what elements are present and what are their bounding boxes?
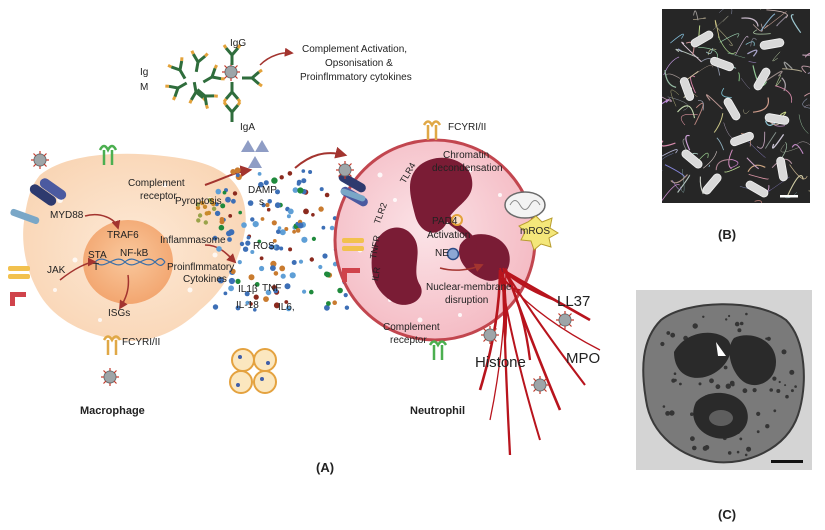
outcome-label-1: Complement Activation, bbox=[302, 44, 408, 55]
macrophage-title: Macrophage bbox=[80, 405, 145, 417]
il1b-label: IL1β bbox=[238, 284, 258, 295]
proinflammatory-label-1: Proinflmmatory bbox=[167, 262, 235, 273]
nfkb-label: NF-kB bbox=[120, 248, 149, 259]
proinflammatory-label-2: Cytokines bbox=[183, 274, 227, 285]
ne-icon bbox=[446, 247, 460, 261]
fcyr-label-macrophage: FCYRI/II bbox=[122, 337, 161, 348]
scale-bar-sem bbox=[780, 195, 798, 198]
nuclear-membrane-label-1: Nuclear-membrane bbox=[426, 282, 512, 293]
traf6-label: TRAF6 bbox=[107, 230, 139, 241]
pad4-icon bbox=[451, 214, 463, 226]
pad4-label-1: PAD4 bbox=[432, 216, 458, 227]
vesicle-cluster bbox=[229, 348, 277, 394]
damp-triangles-icon bbox=[241, 140, 269, 168]
mitochondrion-icon bbox=[504, 191, 546, 219]
igg-label: IgG bbox=[230, 38, 247, 49]
inflammasome-label: Inflammasome bbox=[160, 235, 226, 246]
sem-bacteria-image bbox=[662, 9, 810, 203]
myd88-label: MYD88 bbox=[50, 210, 84, 221]
damp-label-2: s bbox=[259, 197, 264, 208]
fcyr-receptor-icon-neutrophil bbox=[422, 120, 442, 140]
nuclear-membrane-label-2: disruption bbox=[445, 295, 489, 306]
scale-bar-tem bbox=[771, 460, 803, 463]
igm-label-2: M bbox=[140, 82, 149, 93]
complement-receptor-neutrophil-label-1: Complement bbox=[383, 322, 440, 333]
isgs-label: ISGs bbox=[108, 308, 131, 319]
tnf-label: TNF bbox=[262, 283, 282, 294]
panel-c-tem-image bbox=[636, 290, 812, 470]
ne-label: NE bbox=[435, 248, 449, 259]
complement-receptor-icon bbox=[98, 144, 118, 165]
pyroptosis-label: Pyroptosis bbox=[175, 196, 222, 207]
complement-receptor-label-2: receptor bbox=[140, 191, 177, 202]
il6-label: IL6, bbox=[278, 302, 295, 313]
histone-label: Histone bbox=[475, 354, 526, 371]
damp-label-1: DAMP bbox=[248, 185, 277, 196]
chromatin-label-2: decondensation bbox=[432, 163, 503, 174]
pad4-label-2: Activation bbox=[427, 230, 471, 241]
chromatin-label-1: Chromatin bbox=[443, 150, 490, 161]
complement-receptor-icon-neutrophil bbox=[428, 340, 448, 360]
iga-label: IgA bbox=[240, 122, 256, 133]
net-fibers bbox=[478, 267, 601, 456]
stat-label-2: T bbox=[93, 262, 100, 273]
tnfr-receptor-icon bbox=[342, 238, 364, 251]
jak-receptor-icon bbox=[8, 266, 30, 279]
membrane-receptor-blue bbox=[10, 208, 40, 225]
ll37-label: LL37 bbox=[557, 293, 591, 310]
ros-label: ROS bbox=[253, 241, 275, 252]
panel-label-b: (B) bbox=[718, 227, 737, 242]
jak-label: JAK bbox=[47, 265, 66, 276]
dna-helix-icon bbox=[94, 258, 166, 266]
panel-a-illustration bbox=[8, 43, 601, 456]
complement-receptor-neutrophil-label-2: receptor bbox=[390, 335, 427, 346]
igm-label-1: Ig bbox=[140, 67, 149, 78]
panel-b-sem-image bbox=[662, 9, 810, 203]
macrophage-nucleus bbox=[83, 220, 173, 304]
fcyr-receptor-icon-macrophage bbox=[102, 335, 122, 355]
mros-label: mROS bbox=[520, 226, 550, 237]
red-receptor-icon bbox=[10, 292, 26, 306]
panel-label-a: (A) bbox=[316, 460, 335, 475]
tlr-receptor-icon bbox=[29, 178, 67, 206]
complement-receptor-label-1: Complement bbox=[128, 178, 185, 189]
outcome-label-2: Opsonisation & bbox=[325, 58, 393, 69]
chromatin-lobes bbox=[371, 157, 510, 305]
tem-neutrophil-image bbox=[636, 290, 812, 470]
fcyr-label-neutrophil: FCYRI/II bbox=[448, 122, 487, 133]
tem-arrowhead-icon bbox=[716, 342, 726, 356]
il18-label: IL-18 bbox=[236, 300, 259, 311]
antibody-cluster bbox=[163, 43, 264, 124]
mpo-label: MPO bbox=[566, 350, 601, 367]
ilr-receptor-icon bbox=[342, 268, 360, 282]
outcome-label-3: Proinflmmatory cytokines bbox=[300, 72, 412, 83]
panel-label-c: (C) bbox=[718, 507, 737, 522]
neutrophil-title: Neutrophil bbox=[410, 405, 465, 417]
stat-label-1: STA bbox=[88, 250, 107, 261]
mros-burst-icon bbox=[518, 215, 559, 251]
